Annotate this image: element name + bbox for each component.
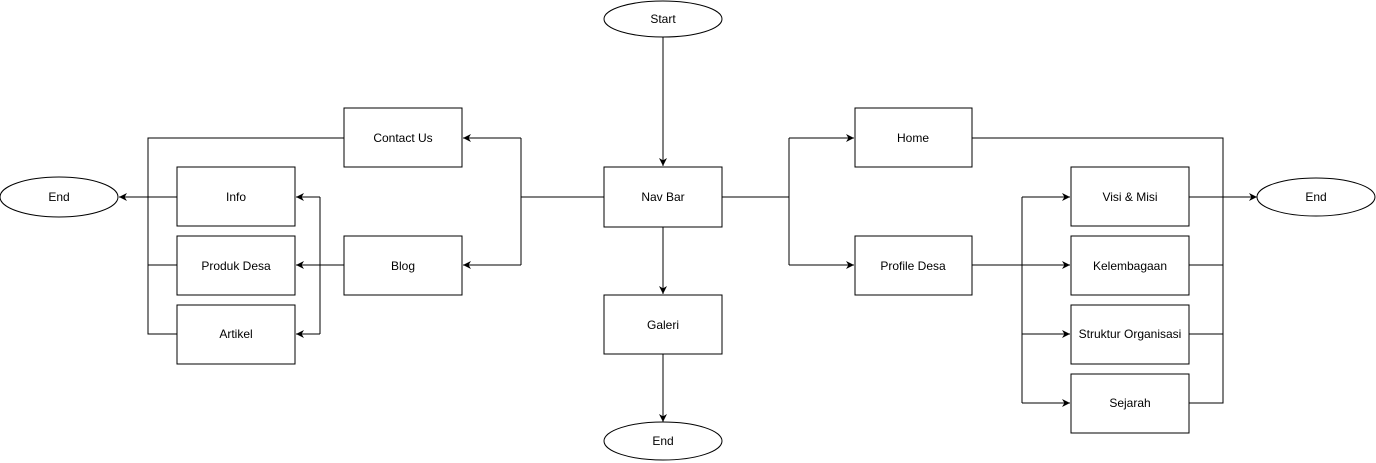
visi-misi-node: Visi & Misi (1070, 166, 1190, 227)
produk-desa-label: Produk Desa (201, 259, 271, 273)
contact-us-node: Contact Us (343, 107, 463, 168)
end-bottom-label: End (652, 434, 673, 448)
profile-desa-node: Profile Desa (854, 235, 973, 296)
info-label: Info (226, 190, 246, 204)
blog-node: Blog (343, 235, 463, 296)
end-right-node: End (1256, 177, 1376, 217)
contact-us-label: Contact Us (373, 131, 432, 145)
edge-left-collector (147, 137, 344, 335)
profile-desa-label: Profile Desa (880, 259, 946, 273)
struktur-organisasi-node: Struktur Organisasi (1070, 304, 1190, 365)
visi-misi-label: Visi & Misi (1102, 190, 1157, 204)
nav-bar-node: Nav Bar (603, 166, 723, 228)
home-label: Home (897, 131, 929, 145)
artikel-node: Artikel (176, 304, 296, 365)
edges (119, 37, 1257, 422)
artikel-label: Artikel (219, 327, 252, 341)
sejarah-node: Sejarah (1070, 373, 1190, 434)
edge-right-collector (972, 137, 1224, 404)
end-right-label: End (1305, 190, 1326, 204)
kelembagaan-label: Kelembagaan (1093, 259, 1167, 273)
kelembagaan-node: Kelembagaan (1070, 235, 1190, 296)
edge-navbar-right-trunk (722, 138, 790, 265)
galeri-node: Galeri (603, 294, 723, 355)
produk-desa-node: Produk Desa (176, 235, 296, 296)
end-bottom-node: End (603, 421, 723, 461)
edge-navbar-left-trunk (520, 138, 604, 265)
blog-label: Blog (391, 259, 415, 273)
end-left-node: End (0, 176, 119, 218)
galeri-label: Galeri (647, 318, 679, 332)
struktur-organisasi-label: Struktur Organisasi (1079, 327, 1182, 341)
nav-bar-label: Nav Bar (641, 190, 684, 204)
start-label: Start (650, 12, 676, 26)
info-node: Info (176, 166, 296, 227)
sejarah-label: Sejarah (1109, 396, 1150, 410)
start-node: Start (603, 0, 723, 38)
end-left-label: End (48, 190, 69, 204)
home-node: Home (854, 107, 973, 168)
